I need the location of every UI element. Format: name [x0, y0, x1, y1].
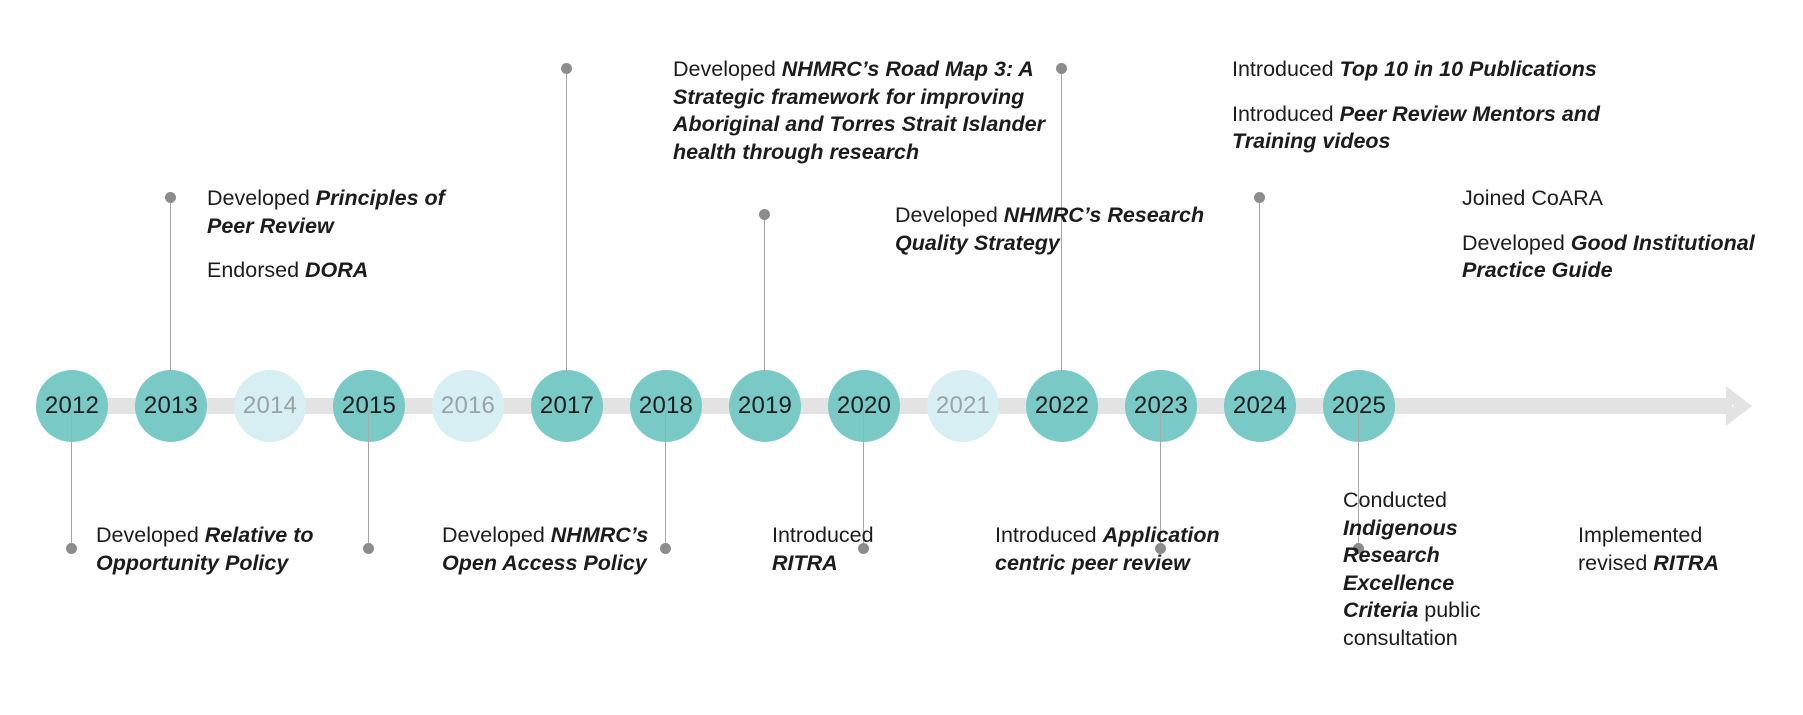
year-label: 2024: [1232, 392, 1288, 419]
connector-dot-2019: [759, 209, 770, 220]
connector-stem-2020: [863, 412, 864, 547]
connector-stem-2025: [1358, 412, 1359, 547]
note-2017-item-1: Developed NHMRC’s Road Map 3: A Strategi…: [673, 57, 1045, 164]
connector-stem-2024: [1259, 197, 1260, 372]
note-2015-item-1: Developed NHMRC’s Open Access Policy: [442, 523, 649, 575]
year-node-2014[interactable]: 2014: [234, 370, 306, 442]
note-2013: Developed Principles of Peer Review Endo…: [207, 185, 457, 285]
year-label: 2017: [539, 392, 595, 419]
year-node-2012[interactable]: 2012: [36, 370, 108, 442]
note-2017: Developed NHMRC’s Road Map 3: A Strategi…: [673, 56, 1073, 166]
year-label: 2022: [1034, 392, 1090, 419]
connector-stem-2018: [665, 412, 666, 547]
note-2019-item-1: Developed NHMRC’s Research Quality Strat…: [895, 203, 1205, 255]
year-node-2018[interactable]: 2018: [630, 370, 702, 442]
year-node-2016[interactable]: 2016: [432, 370, 504, 442]
note-2018: Introduced RITRA: [772, 522, 942, 577]
connector-dot-2024: [1254, 192, 1265, 203]
connector-dot-2013: [165, 192, 176, 203]
connector-dot-2017: [561, 63, 572, 74]
year-node-2022[interactable]: 2022: [1026, 370, 1098, 442]
year-node-2013[interactable]: 2013: [135, 370, 207, 442]
note-2023-item-1: Conducted Indigenous Research Excellence…: [1343, 488, 1481, 650]
note-2013-item-1: Developed Principles of Peer Review: [207, 186, 445, 238]
note-2012-item-1: Developed Relative to Opportunity Policy: [96, 523, 314, 575]
note-2025: Implemented revised RITRA: [1578, 522, 1768, 577]
year-node-2019[interactable]: 2019: [729, 370, 801, 442]
year-label: 2019: [737, 392, 793, 419]
year-node-2025[interactable]: 2025: [1323, 370, 1395, 442]
connector-stem-2015: [368, 412, 369, 547]
year-node-2021[interactable]: 2021: [927, 370, 999, 442]
note-2015: Developed NHMRC’s Open Access Policy: [442, 522, 682, 577]
year-node-2024[interactable]: 2024: [1224, 370, 1296, 442]
note-2024-item-2: Developed Good Institutional Practice Gu…: [1462, 230, 1755, 283]
year-node-2017[interactable]: 2017: [531, 370, 603, 442]
note-2012: Developed Relative to Opportunity Policy: [96, 522, 356, 577]
note-2020: Introduced Application centric peer revi…: [995, 522, 1255, 577]
note-2024: Joined CoARA Developed Good Institutiona…: [1462, 185, 1782, 285]
connector-stem-2017: [566, 68, 567, 372]
connector-dot-2012: [66, 543, 77, 554]
year-node-2023[interactable]: 2023: [1125, 370, 1197, 442]
arrow-right-icon: [1722, 380, 1774, 432]
connector-stem-2019: [764, 214, 765, 372]
note-2022-item-1: Introduced Top 10 in 10 Publications: [1232, 57, 1597, 81]
connector-stem-2022: [1061, 68, 1062, 372]
year-label: 2021: [935, 392, 991, 419]
note-2013-item-2: Endorsed DORA: [207, 258, 369, 282]
note-2019: Developed NHMRC’s Research Quality Strat…: [895, 202, 1215, 257]
year-node-2015[interactable]: 2015: [333, 370, 405, 442]
connector-stem-2013: [170, 197, 171, 372]
connector-dot-2018: [660, 543, 671, 554]
connector-dot-2025: [1353, 543, 1364, 554]
note-2023: Conducted Indigenous Research Excellence…: [1343, 487, 1493, 652]
note-2022: Introduced Top 10 in 10 Publications Int…: [1232, 56, 1652, 156]
year-label: 2013: [143, 392, 199, 419]
connector-dot-2022: [1056, 63, 1067, 74]
connector-dot-2023: [1155, 543, 1166, 554]
year-label: 2014: [242, 392, 298, 419]
connector-stem-2012: [71, 412, 72, 547]
connector-dot-2015: [363, 543, 374, 554]
note-2020-item-1: Introduced Application centric peer revi…: [995, 523, 1220, 575]
note-2022-item-2: Introduced Peer Review Mentors and Train…: [1232, 101, 1601, 154]
note-2018-item-1: Introduced RITRA: [772, 523, 874, 575]
year-label: 2016: [440, 392, 496, 419]
note-2025-item-1: Implemented revised RITRA: [1578, 523, 1719, 575]
note-2024-item-1: Joined CoARA: [1462, 186, 1604, 210]
connector-dot-2020: [858, 543, 869, 554]
connector-stem-2023: [1160, 412, 1161, 547]
year-node-2020[interactable]: 2020: [828, 370, 900, 442]
